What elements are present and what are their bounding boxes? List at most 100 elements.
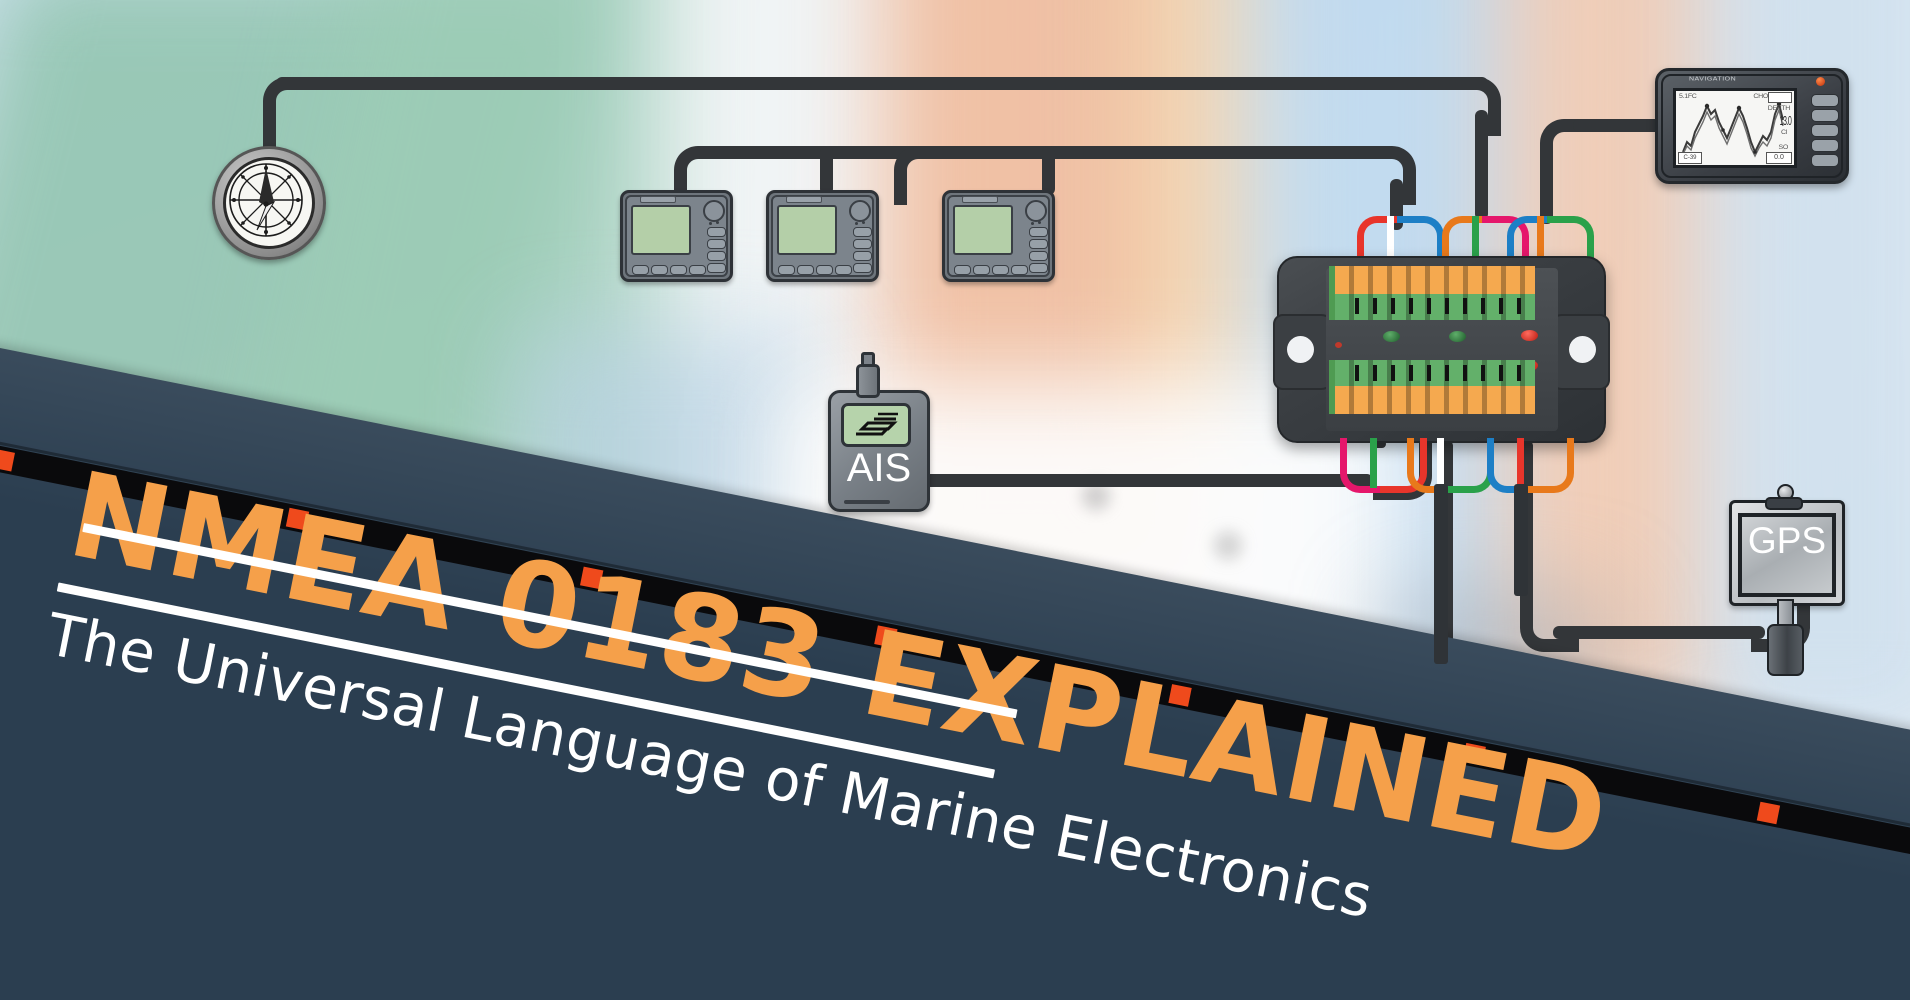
mux-terminal-orange-row <box>1329 386 1535 414</box>
power-led-icon <box>1335 342 1342 348</box>
device-display-1[interactable] <box>620 190 733 282</box>
wire-blue <box>1507 216 1554 275</box>
wire-orange <box>1407 438 1454 493</box>
display-screen <box>777 205 837 255</box>
display-bottom-button[interactable] <box>973 265 990 275</box>
fishfinder-body: NAVIGATION 5.1FC CHO DEPTH 13.0 Cl <box>1655 68 1849 184</box>
fishfinder-screen-box <box>1768 92 1792 103</box>
cable-to-display-2 <box>820 146 833 195</box>
display-brand-plate <box>962 196 998 203</box>
sonar-trace-graph <box>1682 100 1784 158</box>
display-bottom-button[interactable] <box>797 265 814 275</box>
display-bottom-button[interactable] <box>835 265 852 275</box>
display-bottom-button[interactable] <box>778 265 795 275</box>
fishfinder-screen: 5.1FC CHO DEPTH 13.0 Cl SO 0.0 C-39 <box>1673 88 1797 168</box>
display-bottom-button[interactable] <box>632 265 649 275</box>
display-soft-button[interactable] <box>1029 263 1048 273</box>
gps-top-bar <box>1765 497 1803 510</box>
mux-terminal-screws <box>1341 365 1529 381</box>
compass-body <box>212 146 326 260</box>
wire-white <box>1387 216 1394 270</box>
fishfinder-mode-label: C-39 <box>1678 152 1702 164</box>
status-led-green-1 <box>1383 331 1400 342</box>
mux-terminal-block-top[interactable] <box>1329 266 1535 320</box>
gps-body: GPS <box>1729 484 1845 676</box>
cable-main-bus <box>276 77 1488 90</box>
display-indicator-dot <box>709 222 712 225</box>
display-bottom-button[interactable] <box>689 265 706 275</box>
display-soft-button[interactable] <box>707 227 726 237</box>
device-multiplexer[interactable] <box>1273 256 1610 443</box>
display-soft-button[interactable] <box>707 239 726 249</box>
cable-to-display-3 <box>1042 146 1055 195</box>
display-soft-button[interactable] <box>707 251 726 261</box>
display-bottom-button[interactable] <box>954 265 971 275</box>
wire-red <box>1380 438 1427 493</box>
fishfinder-soft-button[interactable] <box>1811 109 1839 122</box>
display-indicator-dot <box>855 222 858 225</box>
fishfinder-soft-button[interactable] <box>1811 124 1839 137</box>
compass-rose-icon <box>229 163 303 237</box>
cable-corner <box>1442 77 1501 136</box>
hull-marker <box>0 449 15 472</box>
display-rotary-knob[interactable] <box>849 200 871 222</box>
wire-magenta <box>1340 438 1387 493</box>
display-soft-button[interactable] <box>1029 251 1048 261</box>
wire-green <box>1547 216 1594 275</box>
cable-bundle-sheath <box>1514 484 1528 596</box>
fishfinder-brand-label: NAVIGATION <box>1689 76 1737 83</box>
display-bottom-button[interactable] <box>1011 265 1028 275</box>
fishfinder-bezel <box>1661 74 1843 178</box>
wire-orange <box>1527 438 1574 493</box>
device-ais[interactable]: AIS <box>828 352 930 512</box>
display-brand-plate <box>640 196 676 203</box>
gps-label: GPS <box>1747 520 1827 561</box>
cable-display-hop <box>894 179 907 195</box>
cable-bus-drop <box>1475 110 1488 220</box>
fishfinder-screen-top-left: 5.1FC <box>1679 93 1697 100</box>
display-body <box>620 190 733 282</box>
wire-orange <box>1537 216 1544 270</box>
wire-orange <box>1442 216 1489 275</box>
display-bottom-button[interactable] <box>651 265 668 275</box>
display-soft-button[interactable] <box>1029 227 1048 237</box>
display-bottom-button[interactable] <box>992 265 1009 275</box>
display-body <box>942 190 1055 282</box>
display-bottom-button[interactable] <box>670 265 687 275</box>
device-fishfinder[interactable]: NAVIGATION 5.1FC CHO DEPTH 13.0 Cl <box>1655 68 1849 184</box>
display-soft-button[interactable] <box>1029 239 1048 249</box>
display-rotary-knob[interactable] <box>1025 200 1047 222</box>
gps-panel <box>1738 513 1836 597</box>
fishfinder-soft-button[interactable] <box>1811 154 1839 167</box>
display-indicator-dot <box>716 221 719 224</box>
display-soft-button[interactable] <box>707 263 726 273</box>
display-screen <box>953 205 1013 255</box>
fishfinder-soft-button[interactable] <box>1811 94 1839 107</box>
compass-face <box>223 157 315 249</box>
display-soft-button[interactable] <box>853 251 872 261</box>
fishfinder-unit-label: Cl <box>1780 129 1787 136</box>
display-body <box>766 190 879 282</box>
device-compass[interactable] <box>212 146 326 260</box>
mux-mounting-hole <box>1287 336 1314 363</box>
display-soft-button[interactable] <box>853 239 872 249</box>
display-bottom-button[interactable] <box>816 265 833 275</box>
wire-blue <box>1487 438 1534 493</box>
device-display-3[interactable] <box>942 190 1055 282</box>
display-rotary-knob[interactable] <box>703 200 725 222</box>
fishfinder-speed-label: SO <box>1778 144 1788 151</box>
device-gps[interactable]: GPS <box>1729 484 1845 676</box>
cable-bundle-sheath <box>1434 484 1448 664</box>
display-soft-button[interactable] <box>853 263 872 273</box>
display-soft-button[interactable] <box>853 227 872 237</box>
cable-corner <box>1357 146 1416 205</box>
device-display-2[interactable] <box>766 190 879 282</box>
ais-screen <box>841 403 911 447</box>
mux-terminal-block-bottom[interactable] <box>1329 360 1535 414</box>
fishfinder-soft-button[interactable] <box>1811 139 1839 152</box>
hull-marker <box>1756 801 1781 825</box>
wire-green <box>1472 216 1479 270</box>
ais-vessel-icon <box>856 412 898 436</box>
cable-corner <box>1520 593 1579 652</box>
